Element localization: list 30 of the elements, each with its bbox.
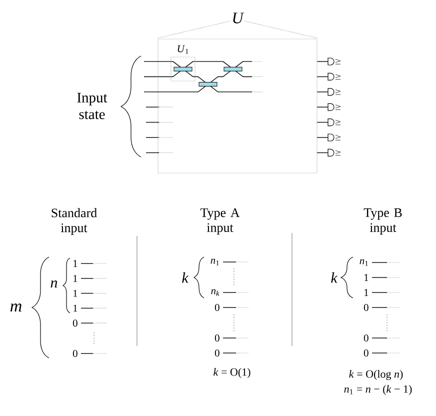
row-label: 1 (73, 290, 78, 297)
row-label: 1 (73, 304, 78, 312)
row-label: 0 (364, 349, 368, 357)
box-label: U (233, 12, 244, 24)
row-label: 0 (214, 334, 220, 342)
column-heading: Type B input (364, 208, 402, 235)
box-label: U$_{1}$ (178, 45, 188, 54)
row-label: 1 (73, 260, 78, 267)
formula: k = O(1) (214, 368, 250, 378)
row-label: 1 (73, 274, 78, 282)
brace-label: k (182, 272, 189, 283)
row-label: 0 (72, 320, 78, 327)
row-label: 0 (364, 304, 368, 312)
row-label: 0 (214, 304, 220, 312)
row-label: 1 (364, 289, 368, 296)
row-label: n$_{1}$ (360, 259, 368, 266)
row-label: n$_{k}$ (211, 289, 220, 296)
row-label: 0 (364, 334, 368, 342)
row-label: n$_{1}$ (210, 258, 219, 266)
brace-label: k (331, 272, 338, 283)
column-heading: Type A input (200, 208, 240, 235)
brace-label: m (10, 304, 22, 312)
column-heading: Standard input (52, 208, 97, 235)
row-label: 0 (72, 350, 78, 358)
formula: k = O(log n) (349, 370, 403, 380)
row-label: 1 (364, 274, 368, 281)
brace-label: Input state (77, 92, 108, 120)
row-label: 0 (214, 349, 220, 357)
formula: n$_{1}$ = n − (k − 1) (344, 385, 412, 395)
brace-label: n (50, 280, 58, 288)
